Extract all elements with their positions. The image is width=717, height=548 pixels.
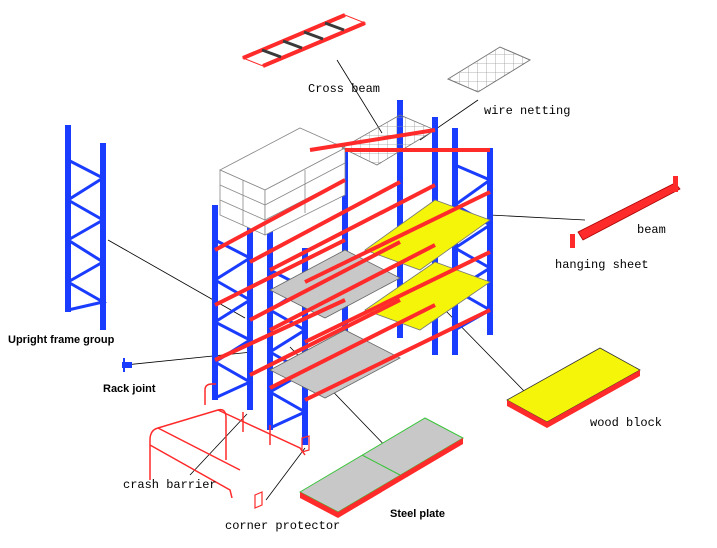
label-hanging-sheet: hanging sheet xyxy=(555,258,649,272)
corner-protector-part xyxy=(254,435,310,509)
label-wood-block: wood block xyxy=(590,416,663,430)
rack-wire-netting xyxy=(341,114,436,166)
label-corner-protector: corner protector xyxy=(225,519,341,533)
wire-netting-part xyxy=(446,46,532,93)
label-crash-barrier: crash barrier xyxy=(123,478,217,492)
main-rack-beams xyxy=(214,128,491,402)
wood-block-part xyxy=(506,347,641,428)
upright-frame-part xyxy=(64,125,108,330)
cross-beam-part xyxy=(241,13,367,68)
label-cross-beam: Cross beam xyxy=(308,82,381,96)
pallet-load xyxy=(219,127,346,236)
rack-steel-plates xyxy=(269,249,401,399)
beam-part xyxy=(570,176,681,248)
rack-joint-part xyxy=(122,358,132,372)
crash-barrier-part xyxy=(149,383,306,499)
label-beam: beam xyxy=(637,223,666,237)
label-wire-netting: wire netting xyxy=(484,104,571,118)
label-rack-joint: Rack joint xyxy=(103,383,156,395)
steel-plate-part xyxy=(298,417,465,518)
label-upright-frame-group: Upright frame group xyxy=(8,334,115,346)
label-steel-plate: Steel plate xyxy=(390,508,446,520)
